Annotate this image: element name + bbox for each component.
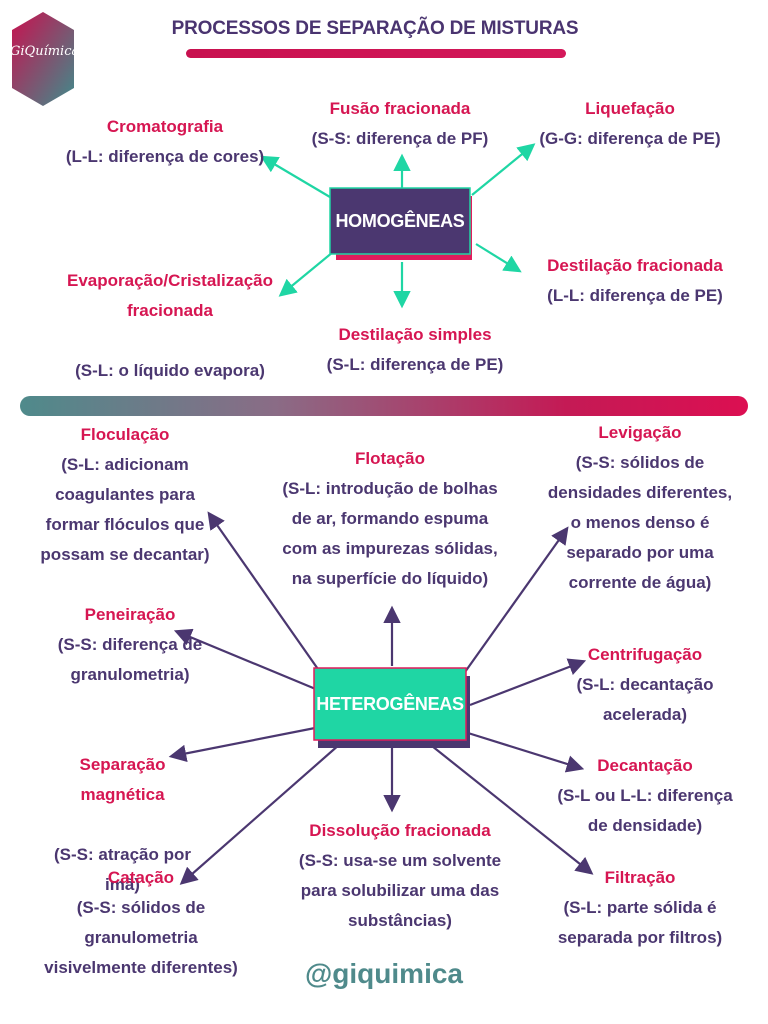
- node-filtracao: Filtração (S-L: parte sólida é separada …: [540, 863, 740, 953]
- node-decantacao: Decantação (S-L ou L-L: diferença de den…: [540, 751, 750, 841]
- node-description: (L-L: diferença de PE): [547, 286, 723, 305]
- node-name: Destilação simples: [338, 325, 492, 344]
- node-centrifugacao: Centrifugação (S-L: decantação acelerada…: [550, 640, 740, 730]
- node-name: Destilação fracionada: [547, 256, 723, 275]
- node-evaporacao: Evaporação/Cristalização fracionada (S-L…: [40, 236, 300, 416]
- node-name: Evaporação/Cristalização fracionada: [67, 271, 273, 320]
- title-underline: [186, 49, 566, 58]
- node-description: (S-S: usa-se um solvente para solubiliza…: [298, 851, 502, 930]
- node-name: Separação magnética: [79, 755, 166, 804]
- node-fusao-fracionada: Fusão fracionada (S-S: diferença de PF): [290, 94, 510, 154]
- arrow-filtracao: [431, 745, 594, 875]
- node-name: Centrifugação: [587, 645, 703, 664]
- node-description: (S-S: sólidos de densidades diferentes, …: [547, 453, 733, 592]
- arrow-catacao: [179, 743, 341, 885]
- node-description: (S-L: parte sólida é separada por filtro…: [557, 898, 723, 947]
- node-description: (G-G: diferença de PE): [539, 129, 721, 148]
- node-destilacao-simples: Destilação simples (S-L: diferença de PE…: [290, 320, 540, 380]
- node-cromatografia: Cromatografia (L-L: diferença de cores): [40, 112, 290, 172]
- node-description: (S-S: diferença de granulometria): [57, 635, 203, 684]
- node-name: Catação: [107, 868, 175, 887]
- node-dissolucao-fracionada: Dissolução fracionada (S-S: usa-se um so…: [282, 816, 518, 936]
- node-destilacao-fracionada: Destilação fracionada (L-L: diferença de…: [510, 251, 760, 311]
- node-peneiracao: Peneiração (S-S: diferença de granulomet…: [30, 600, 230, 690]
- arrow-peneiracao: [173, 628, 319, 692]
- heterogeneous-hub: HETEROGÊNEAS: [316, 693, 464, 714]
- homogeneous-hub-bg: [329, 187, 471, 255]
- node-name: Dissolução fracionada: [309, 821, 491, 840]
- node-name: Levigação: [598, 423, 682, 442]
- node-description: (S-L: o líquido evapora): [75, 361, 265, 380]
- arrow-separacao-magnetica: [168, 726, 316, 763]
- node-description: (S-L: adicionam coagulantes para formar …: [40, 455, 210, 564]
- node-name: Peneiração: [84, 605, 176, 624]
- heterogeneous-hub-bg: [313, 667, 467, 741]
- node-name: Fusão fracionada: [329, 99, 471, 118]
- node-description: (S-S: diferença de PF): [311, 129, 489, 148]
- node-name: Filtração: [604, 868, 676, 887]
- arrow-cromatografia: [260, 155, 336, 201]
- node-name: Decantação: [597, 756, 693, 775]
- node-separacao-magnetica: Separação magnética (S-S: atração por im…: [30, 720, 215, 930]
- arrow-centrifugacao: [469, 658, 587, 707]
- node-description: (L-L: diferença de cores): [65, 147, 265, 166]
- node-description: (S-L ou L-L: diferença de densidade): [557, 786, 733, 835]
- node-description: (S-L: decantação acelerada): [576, 675, 714, 724]
- node-description: (S-L: diferença de PE): [326, 355, 504, 374]
- arrow-decantacao: [467, 731, 585, 773]
- node-name: Floculação: [80, 425, 170, 444]
- logo-text: GiQuímica: [10, 44, 80, 59]
- node-description: (S-S: atração por imã): [54, 845, 191, 894]
- arrow-destilacao-fracionada: [475, 243, 522, 273]
- footer-handle: @giquimica: [305, 958, 463, 989]
- arrow-liquefacao: [471, 143, 536, 196]
- homogeneous-hub: HOMOGÊNEAS: [335, 210, 465, 231]
- arrow-floculacao: [207, 511, 321, 673]
- arrow-evaporacao: [278, 251, 334, 297]
- section-divider: [20, 396, 748, 416]
- arrow-levigacao: [464, 526, 569, 673]
- node-floculacao: Floculação (S-L: adicionam coagulantes p…: [20, 420, 230, 570]
- logo-hexagon: [12, 12, 74, 106]
- node-levigacao: Levigação (S-S: sólidos de densidades di…: [535, 418, 745, 598]
- node-catacao: Catação (S-S: sólidos de granulometria v…: [30, 863, 252, 983]
- node-name: Flotação: [355, 449, 425, 468]
- node-flotacao: Flotação (S-L: introdução de bolhas de a…: [262, 444, 518, 594]
- node-liquefacao: Liquefação (G-G: diferença de PE): [520, 94, 740, 154]
- node-description: (S-S: sólidos de granulometria visivelme…: [44, 898, 238, 977]
- node-description: (S-L: introdução de bolhas de ar, forman…: [282, 479, 498, 588]
- node-name: Cromatografia: [106, 117, 224, 136]
- node-name: Liquefação: [585, 99, 675, 118]
- page-title: PROCESSOS DE SEPARAÇÃO DE MISTURAS: [171, 18, 579, 39]
